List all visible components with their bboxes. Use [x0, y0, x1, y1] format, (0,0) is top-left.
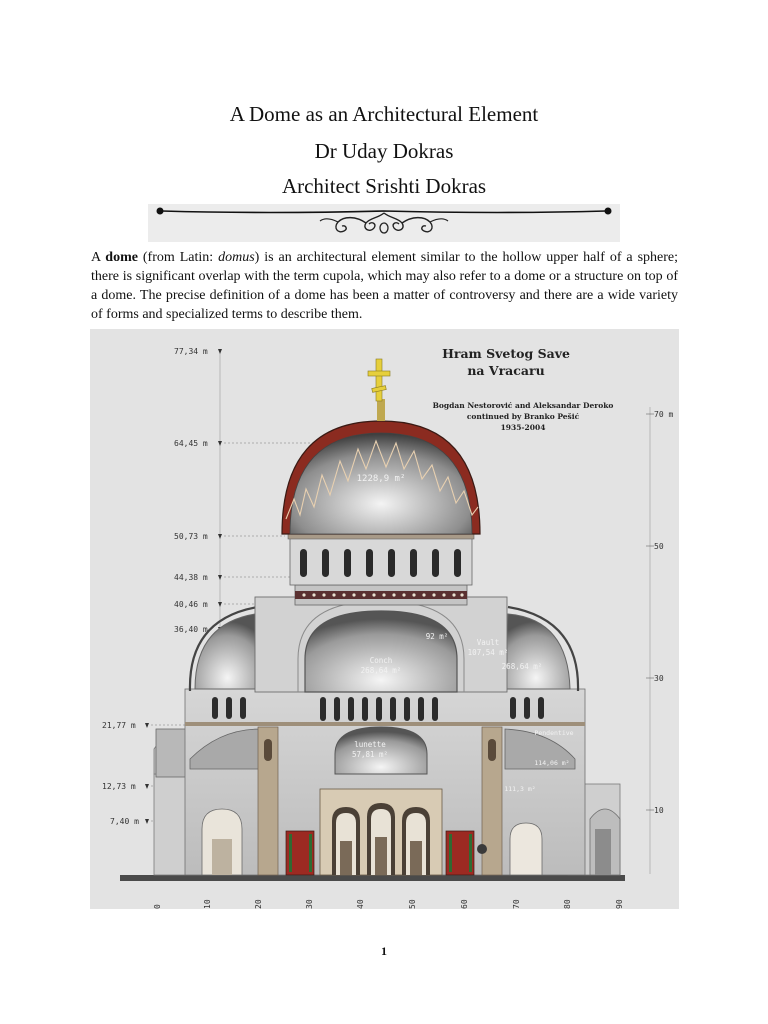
scale-tick: 70 m — [646, 410, 673, 419]
ornament-icon — [156, 207, 612, 234]
area-111-label: 111,3 m² — [504, 785, 535, 793]
elevation-marker: 7,40 m — [110, 817, 156, 826]
scale-label: 70 m — [654, 410, 673, 419]
scale-tick: 50 — [646, 542, 664, 551]
document-title: A Dome as an Architectural Element — [229, 102, 539, 126]
elevation-label: 21,77 m — [102, 721, 136, 730]
pendentive-area-label: 114,06 m² — [534, 759, 569, 767]
elevation-marker: 77,34 m — [174, 347, 222, 356]
elevation-marker: 21,77 m — [102, 721, 185, 730]
elevation-marker: 50,73 m — [174, 532, 285, 541]
dome-area-label: 1228,9 m² — [357, 474, 406, 484]
ornamental-divider — [148, 204, 620, 242]
pendentive-label: Pendentive — [534, 729, 573, 737]
conch-area-label: 268,64 m² — [361, 666, 402, 675]
bottom-scale-label: 30 — [305, 899, 314, 909]
bottom-scale: 0 10 20 30 40 50 60 70 80 90 — [153, 899, 624, 909]
elevation-marker: 40,46 m — [174, 600, 295, 609]
elevation-label: 12,73 m — [102, 782, 136, 791]
bottom-scale-label: 60 — [460, 899, 469, 909]
elevation-label: 77,34 m — [174, 347, 208, 356]
bottom-scale-label: 50 — [408, 899, 417, 909]
co-author-name: Architect Srishti Dokras — [281, 174, 487, 198]
lunette-area-label: 57,81 m² — [352, 750, 388, 759]
elevation-label: 50,73 m — [174, 532, 208, 541]
figure-credit: continued by Branko Pešić — [467, 412, 580, 421]
cathedral-building — [120, 358, 625, 881]
scale-tick: 30 — [646, 674, 664, 683]
intro-lead: A — [91, 250, 106, 265]
elevation-markers: 77,34 m 64,45 m 50,73 m 44,38 m 40,46 m — [102, 347, 380, 874]
bottom-scale-label: 80 — [563, 899, 572, 909]
figure-credit: Bogdan Nestorović and Aleksandar Deroko — [433, 401, 614, 410]
author-name: Dr Uday Dokras — [314, 139, 454, 163]
lunette-label: lunette — [354, 740, 386, 749]
bottom-scale-label: 20 — [254, 899, 263, 909]
bottom-scale-label: 0 — [153, 904, 162, 909]
bottom-scale-label: 70 — [512, 899, 521, 909]
intro-after-term: (from Latin: — [137, 250, 219, 265]
cathedral-section-drawing: 77,34 m 64,45 m 50,73 m 44,38 m 40,46 m — [102, 346, 673, 909]
scale-tick: 10 — [646, 806, 664, 815]
figure-subtitle: na Vracaru — [467, 363, 544, 378]
intro-paragraph: A dome (from Latin: domus) is an archite… — [91, 248, 678, 324]
cross-icon — [367, 358, 391, 421]
small-area-label: 92 m² — [426, 632, 449, 641]
elevation-label: 40,46 m — [174, 600, 208, 609]
elevation-label: 64,45 m — [174, 439, 208, 448]
vault-area-label: 107,54 m² — [468, 648, 509, 657]
side-conch-area-label: 268,64 m² — [502, 662, 543, 671]
figure-title-block: Hram Svetog Save na Vracaru Bogdan Nesto… — [433, 346, 614, 432]
conch-label: Conch — [370, 656, 393, 665]
elevation-label: 36,40 m — [174, 625, 208, 634]
elevation-label: 44,38 m — [174, 573, 208, 582]
intro-rest: ) is an architectural element similar to… — [91, 250, 679, 322]
elevation-label: 7,40 m — [110, 817, 139, 826]
bottom-scale-label: 90 — [615, 899, 624, 909]
area-annotations: 1228,9 m² Conch 268,64 m² Vault 107,54 m… — [352, 474, 574, 793]
page-number: 1 — [381, 944, 387, 958]
intro-term: dome — [105, 250, 138, 265]
intro-latin: domus — [218, 250, 255, 265]
scale-label: 30 — [654, 674, 664, 683]
scale-label: 10 — [654, 806, 664, 815]
figure-title: Hram Svetog Save — [442, 346, 570, 361]
bottom-scale-label: 40 — [356, 899, 365, 909]
vault-label: Vault — [477, 638, 500, 647]
bottom-scale-label: 10 — [203, 899, 212, 909]
figure-credit: 1935-2004 — [501, 423, 546, 432]
right-scale: 70 m 50 30 10 — [646, 407, 673, 874]
elevation-marker: 44,38 m — [174, 573, 295, 582]
scale-label: 50 — [654, 542, 664, 551]
elevation-marker: 12,73 m — [102, 782, 160, 791]
cathedral-section-figure: 77,34 m 64,45 m 50,73 m 44,38 m 40,46 m — [90, 329, 679, 909]
